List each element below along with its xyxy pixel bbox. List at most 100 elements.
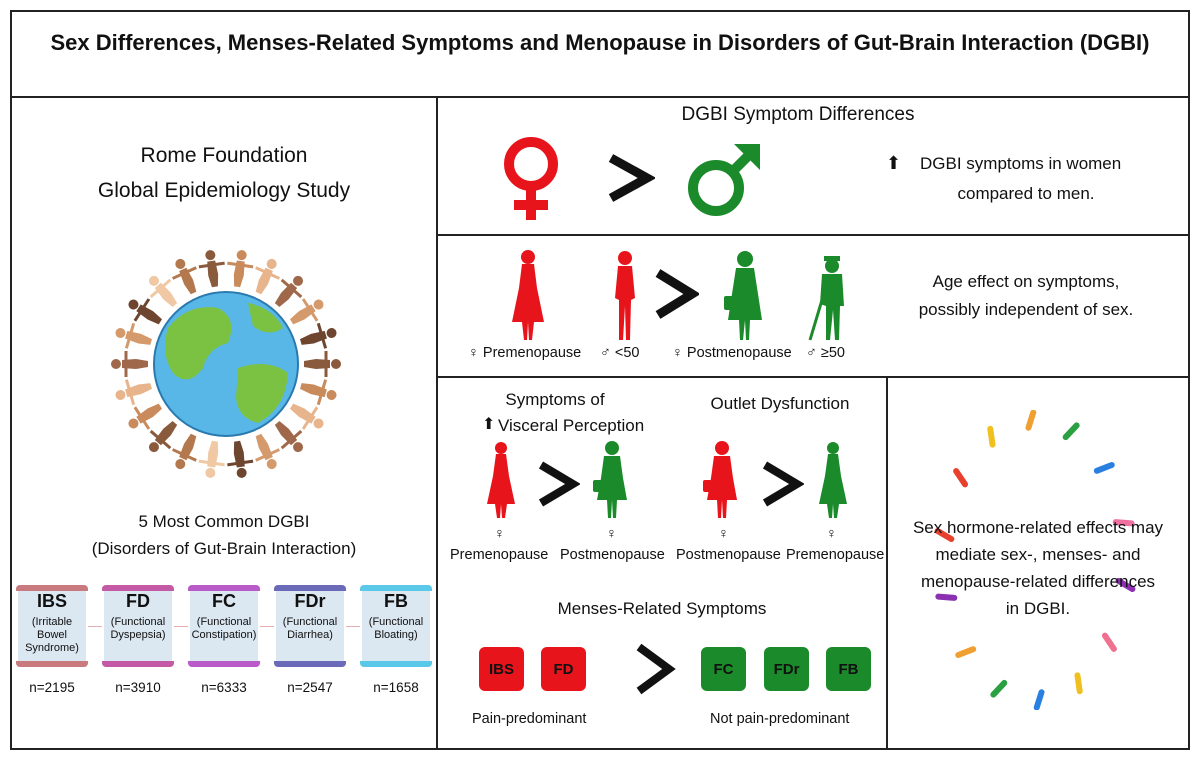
greater-than-icon <box>608 154 655 202</box>
common-dgbi-line2: (Disorders of Gut-Brain Interaction) <box>91 539 357 558</box>
menses-heading: Menses-Related Symptoms <box>557 599 767 618</box>
colored-dash <box>1074 672 1083 695</box>
hormone-text-line4: in DGBI. <box>1005 599 1071 618</box>
female-symbol: ♀ <box>606 526 617 542</box>
n-fc: n=6333 <box>201 680 247 695</box>
person-figure <box>198 250 225 288</box>
colored-dash <box>1062 422 1080 441</box>
dgbi-card-ibs: IBS (Irritable Bowel Syndrome) <box>16 585 88 667</box>
card-bottom-bar <box>360 661 432 667</box>
symptom-text-line1: DGBI symptoms in women <box>920 154 1122 173</box>
globe-land-3 <box>248 303 283 333</box>
visceral-heading-line2: Visceral Perception <box>498 416 645 435</box>
card-bottom-bar <box>16 661 88 667</box>
card-top-bar <box>16 585 88 591</box>
dgbi-card-fc: FC (Functional Constipation) <box>188 585 260 667</box>
card-bottom-bar <box>188 661 260 667</box>
hormone-text-line2: mediate sex-, menses- and <box>935 545 1141 564</box>
pill-ibs: IBS <box>479 647 524 691</box>
card-full-name: (Functional Dyspepsia) <box>110 616 166 641</box>
up-arrow-icon: ⬆ <box>886 153 902 173</box>
card-top-bar <box>274 585 346 591</box>
card-top-bar <box>188 585 260 591</box>
card-full-name: (Functional Constipation) <box>191 616 257 641</box>
card-bottom-bar <box>102 661 174 667</box>
pill-fd: FD <box>541 647 586 691</box>
n-ibs: n=2195 <box>29 680 75 695</box>
colored-dash <box>990 679 1008 698</box>
woman-postmenopause-silhouette <box>724 251 762 340</box>
person-figure <box>115 322 153 349</box>
hormone-text-line3: menopause-related differences <box>920 572 1156 591</box>
person-figure <box>198 440 225 478</box>
colored-dash <box>1093 462 1115 474</box>
greater-than-icon <box>655 269 699 319</box>
hormone-panel <box>886 376 1190 750</box>
colored-dash <box>1115 577 1136 593</box>
person-figure <box>172 433 197 470</box>
greater-than-icon <box>538 461 580 507</box>
person-figure <box>274 275 304 308</box>
not-pain-predominant-label: Not pain-predominant <box>710 711 850 727</box>
dgbi-card-fdr: FDr (Functional Diarrhea) <box>274 585 346 667</box>
study-title-line1: Rome Foundation <box>140 144 308 167</box>
study-title-line2: Global Epidemiology Study <box>97 179 351 202</box>
person-figure <box>299 379 337 406</box>
woman-premenopause-silhouette <box>512 250 544 340</box>
visceral-left-label: Premenopause <box>450 547 549 563</box>
page-title: Sex Differences, Menses-Related Symptoms… <box>50 30 1150 55</box>
colored-dash <box>953 468 969 488</box>
age-text-line1: Age effect on symptoms, <box>932 272 1120 291</box>
colored-dash <box>935 593 958 601</box>
globe-land-2 <box>236 364 288 423</box>
person-figure <box>255 433 280 470</box>
person-figure <box>255 258 280 295</box>
card-abbr: FDr <box>294 591 326 611</box>
person-figure <box>227 440 254 478</box>
person-figure <box>289 298 324 325</box>
card-top-bar <box>102 585 174 591</box>
outlet-right-label: Premenopause <box>786 547 885 563</box>
globe-land-1 <box>164 307 232 380</box>
female-symbol: ♀ <box>826 526 837 542</box>
label-postmenopause: ♀ Postmenopause <box>672 345 792 361</box>
pill-fdr: FDr <box>764 647 809 691</box>
woman-red-silhouette <box>703 441 737 518</box>
person-figure <box>148 420 178 453</box>
person-figure <box>111 351 148 377</box>
card-bottom-bar <box>274 661 346 667</box>
symptom-text-line2: compared to men. <box>957 184 1095 203</box>
card-top-bar <box>360 585 432 591</box>
dgbi-card-fd: FD (Functional Dyspepsia) <box>102 585 174 667</box>
visceral-right-label: Postmenopause <box>560 547 665 563</box>
visceral-heading-line1: Symptoms of <box>505 390 605 409</box>
colored-dash <box>1033 689 1045 710</box>
greater-than-icon <box>636 643 676 695</box>
card-full-name: (Functional Bloating) <box>368 616 424 641</box>
person-figure <box>128 298 163 325</box>
common-dgbi-line1: 5 Most Common DGBI <box>138 512 310 531</box>
person-figure <box>128 403 163 430</box>
woman-green-silhouette <box>593 441 627 518</box>
person-figure <box>289 403 324 430</box>
outlet-heading: Outlet Dysfunction <box>710 394 850 413</box>
colored-dash <box>934 527 955 543</box>
female-symbol-icon <box>504 137 558 220</box>
woman-green-silhouette <box>819 442 847 518</box>
person-figure <box>304 351 341 377</box>
card-abbr: FB <box>384 591 408 611</box>
card-abbr: FC <box>212 591 236 611</box>
card-full-name: (Functional Diarrhea) <box>282 616 338 641</box>
symptom-heading: DGBI Symptom Differences <box>681 104 915 125</box>
label-male-50-plus: ♂ ≥50 <box>806 345 845 361</box>
person-figure <box>274 420 304 453</box>
globe-illustration <box>111 250 341 478</box>
n-fd: n=3910 <box>115 680 161 695</box>
female-symbol: ♀ <box>718 526 729 542</box>
age-text-line2: possibly independent of sex. <box>918 300 1134 319</box>
female-symbol: ♀ <box>494 526 505 542</box>
pill-fc: FC <box>701 647 746 691</box>
person-figure <box>115 379 153 406</box>
person-figure <box>227 250 254 288</box>
dgbi-card-fb: FB (Functional Bloating) <box>360 585 432 667</box>
